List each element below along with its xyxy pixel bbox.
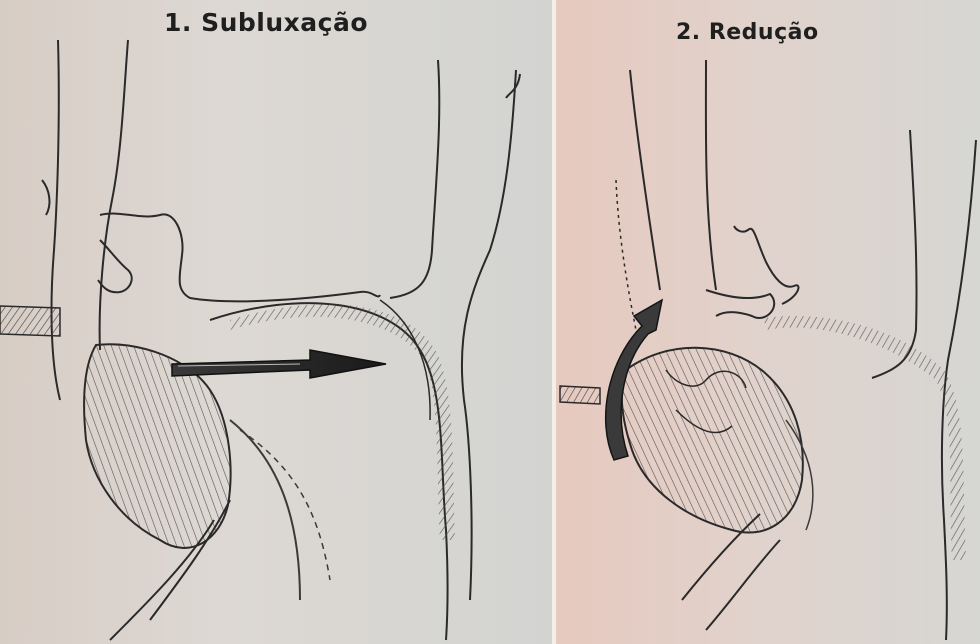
coronoid-hook <box>734 226 798 304</box>
humerus-outline <box>630 70 660 290</box>
humerus-outline-inner <box>52 40 60 400</box>
panel-title-subluxation: 1. Subluxação <box>164 8 368 37</box>
panel-title-reduction: 2. Redução <box>676 20 819 45</box>
humerus-dotted <box>616 180 636 330</box>
tendon-strands-2 <box>240 430 330 580</box>
humerus-outline-2 <box>706 60 716 290</box>
bone-bump <box>42 180 49 215</box>
ulna-surface <box>506 74 520 98</box>
capitulum-outline <box>100 214 380 302</box>
capsule-hatching <box>230 304 455 540</box>
ulna-outline-2 <box>462 70 516 600</box>
tendon-band <box>560 386 600 404</box>
radius-shaft-2 <box>706 540 780 630</box>
reduction-illustration <box>556 0 980 644</box>
ligament-band <box>0 306 60 336</box>
panel-subluxation: 1. Subluxação <box>0 0 552 644</box>
radial-head-reduced <box>622 348 803 533</box>
tendon-strands <box>230 420 300 600</box>
subluxation-illustration <box>0 0 552 644</box>
subluxation-arrow <box>172 350 386 378</box>
humerus-outline <box>100 40 128 350</box>
olecranon-outline <box>706 290 774 318</box>
ulna-outline <box>390 60 439 298</box>
panel-reduction: 2. Redução <box>556 0 980 644</box>
